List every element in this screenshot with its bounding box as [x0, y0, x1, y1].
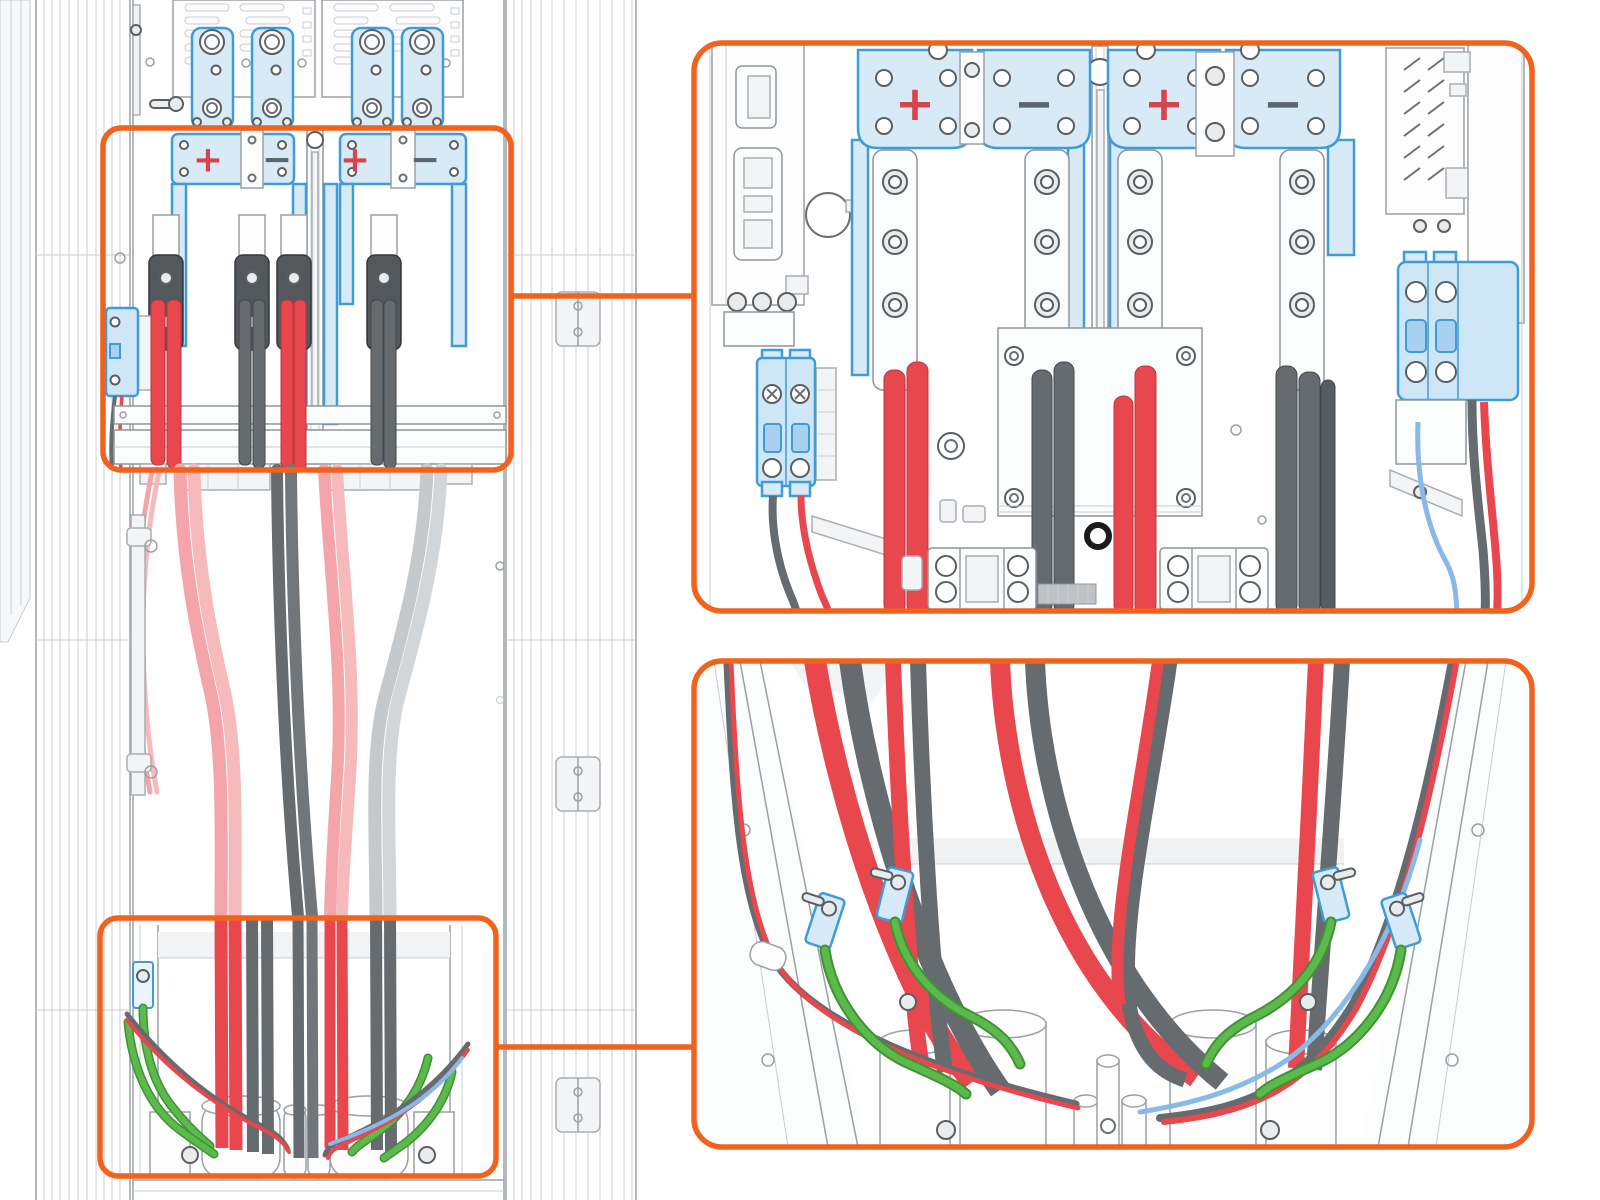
entry-walls: [706, 661, 1520, 1147]
port-icon: [1449, 83, 1467, 97]
bottom-terminal-blocks: [901, 547, 1269, 611]
wire-clamp-icon: [749, 940, 787, 972]
grommet-icon: [1084, 522, 1112, 550]
busbar-cables-overview: [150, 299, 397, 473]
polarity-label-negative-1: −: [262, 140, 292, 181]
hinge-icon: [555, 291, 601, 347]
ground-terminal-highlighted: [132, 961, 154, 1009]
frame-rail-right: [505, 0, 637, 1200]
cable-entry-overview: [119, 915, 504, 1192]
ground-wires-detail: [801, 866, 1425, 1100]
lug-column: [872, 149, 918, 391]
interior-din-rail: [126, 514, 158, 796]
bracket-highlighted: [190, 26, 235, 130]
polarity-label-positive-1: +: [193, 140, 223, 181]
sense-wires-overview: [124, 1011, 471, 1160]
routed-cables-faded: [133, 463, 448, 923]
cabinet-overview: + − + −: [0, 0, 697, 1200]
polarity-label-negative-2-detail: −: [1263, 76, 1303, 132]
bracket-highlighted: [350, 26, 395, 130]
detail-panel-cable-entry: [691, 658, 1535, 1150]
top-hardware: [130, 4, 184, 116]
door-edge-panel: [0, 0, 31, 643]
hinge-icon: [555, 1077, 601, 1133]
hinge-icon: [555, 756, 601, 812]
polarity-label-negative-1-detail: −: [1014, 76, 1054, 132]
bracket-highlighted: [400, 26, 445, 130]
detail-panel-busbars-border: [691, 40, 1535, 614]
door-hinges: [555, 291, 601, 1133]
port-icon: [1443, 51, 1471, 73]
port-icon: [1445, 167, 1469, 199]
left-equipment-column: [709, 43, 863, 611]
busbar-top-brackets: [130, 4, 445, 130]
polarity-label-positive-2-detail: +: [1144, 76, 1184, 132]
ground-terminal-highlighted: [801, 892, 846, 950]
ground-terminal-highlighted: [869, 866, 915, 924]
frame-rail-left: [35, 0, 131, 1200]
din-breaker-right-detail: [1389, 250, 1520, 611]
polarity-label-negative-2: −: [410, 140, 440, 181]
callout-box-busbar-region: [100, 125, 514, 473]
ground-terminal-highlighted: [1311, 866, 1357, 924]
detail-panel-cable-entry-border: [691, 658, 1535, 1150]
bracket-highlighted: [250, 26, 295, 130]
busbar-cables-detail: [883, 361, 1336, 611]
lug-column: [1279, 149, 1325, 391]
ground-terminal-highlighted: [1380, 892, 1425, 950]
polarity-label-positive-1-detail: +: [895, 76, 935, 132]
ground-wires-overview: [123, 961, 457, 1163]
polarity-label-positive-2: +: [340, 140, 370, 181]
din-breaker-overview: [104, 306, 153, 471]
detail-panel-busbars: + − + −: [691, 40, 1535, 614]
